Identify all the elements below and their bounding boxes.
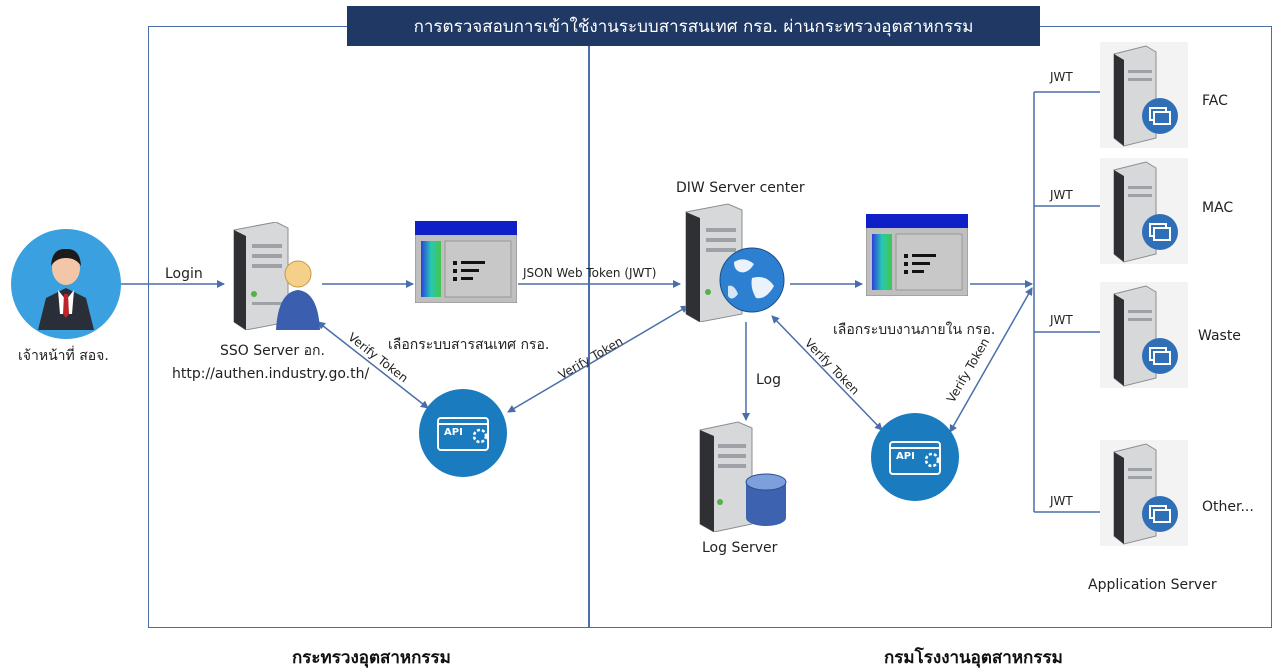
app-server-mac <box>1100 158 1188 264</box>
user-avatar-icon <box>10 228 122 344</box>
user-label: เจ้าหน้าที่ สอจ. <box>18 348 109 364</box>
department-footer: กรมโรงงานอุตสาหกรรม <box>884 648 1063 668</box>
diagram-title: การตรวจสอบการเข้าใช้งานระบบสารสนเทศ กรอ.… <box>347 6 1040 46</box>
verify-apps-arrow <box>949 287 1033 433</box>
diw-server-label: DIW Server center <box>676 180 805 196</box>
verify-diw-left-arrow <box>507 305 689 413</box>
server-icon <box>1113 45 1178 147</box>
api-label: API <box>896 451 915 462</box>
server-icon <box>1113 443 1178 545</box>
diw-server-icon <box>682 202 790 326</box>
app-server-label: MAC <box>1202 200 1234 216</box>
verify-sso-arrow <box>317 321 429 409</box>
app-server-fac <box>1100 42 1188 148</box>
log-edge-label: Log <box>756 372 782 388</box>
log-server-icon <box>694 420 794 536</box>
app-server-label: Other... <box>1202 499 1254 515</box>
log-server-label: Log Server <box>702 540 778 556</box>
app-server-label: Waste <box>1198 328 1241 344</box>
app-server-label: FAC <box>1202 93 1228 109</box>
sso-server-icon <box>226 221 322 334</box>
jwt-label-waste: JWT <box>1050 313 1073 327</box>
app-window-icon <box>414 220 518 307</box>
api-gear-icon: API <box>418 388 508 478</box>
app-server-other <box>1100 440 1188 546</box>
verify-diw-right-arrow <box>771 315 883 431</box>
screen2-label: เลือกระบบงานภายใน กรอ. <box>833 322 996 338</box>
sso-server-url: http://authen.industry.go.th/ <box>172 366 370 382</box>
app-window-icon <box>865 213 969 300</box>
sso-server-label: SSO Server อก. <box>220 343 325 359</box>
login-label: Login <box>165 266 203 282</box>
application-server-caption: Application Server <box>1088 577 1217 593</box>
jwt-main-label: JSON Web Token (JWT) <box>523 266 657 280</box>
jwt-label-fac: JWT <box>1050 70 1073 84</box>
api-gear-icon: API <box>870 412 960 502</box>
api-label: API <box>444 427 463 438</box>
ministry-footer: กระทรวงอุตสาหกรรม <box>292 648 451 668</box>
jwt-label-other: JWT <box>1050 494 1073 508</box>
server-icon <box>1113 161 1178 263</box>
screen1-label: เลือกระบบสารสนเทศ กรอ. <box>388 337 550 353</box>
app-server-waste <box>1100 282 1188 388</box>
jwt-label-mac: JWT <box>1050 188 1073 202</box>
server-icon <box>1113 285 1178 387</box>
